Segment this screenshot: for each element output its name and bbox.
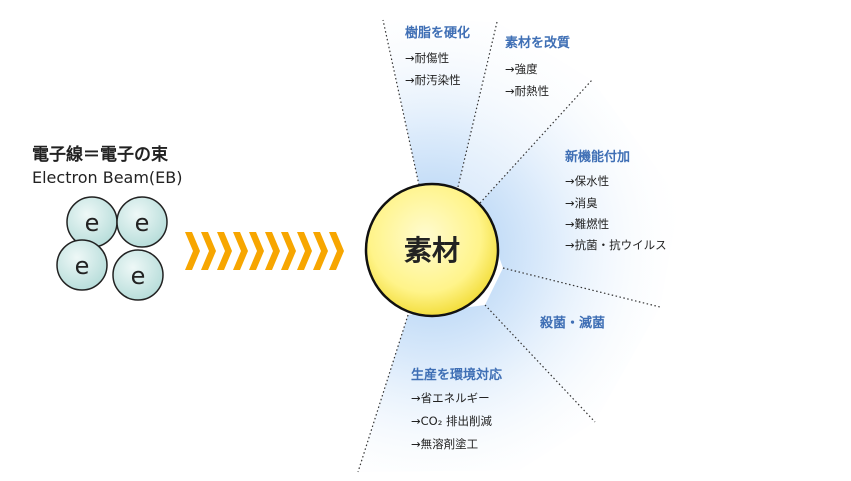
electron-label: e (131, 262, 146, 290)
divider-line (484, 304, 596, 423)
branch-item: →無溶剤塗工 (411, 437, 478, 451)
eb-title-en: Electron Beam(EB) (32, 168, 183, 187)
branch-heading: 新機能付加 (565, 149, 630, 165)
branch-item: →消臭 (565, 196, 598, 210)
branch-item: →強度 (505, 62, 538, 76)
branch-item: →保水性 (565, 174, 609, 188)
branch-sterilize: 殺菌・滅菌 (539, 315, 605, 331)
electron-label: e (75, 252, 90, 280)
branch-item: →耐汚染性 (405, 73, 461, 87)
chevron-arrow-icon (297, 232, 312, 270)
beam-arrows (185, 232, 344, 270)
chevron-arrow-icon (217, 232, 232, 270)
divider-line (357, 314, 409, 473)
branch-heading: 樹脂を硬化 (405, 25, 470, 41)
branch-resin: 樹脂を硬化 →耐傷性 →耐汚染性 (405, 25, 470, 87)
electron-cluster: e e e e (56, 196, 168, 301)
branch-new-function: 新機能付加 →保水性 →消臭 →難燃性 →抗菌・抗ウイルス (565, 149, 667, 252)
divider-line (502, 267, 661, 308)
electron-label: e (85, 209, 100, 237)
branch-item: →耐熱性 (505, 84, 549, 98)
branch-heading: 素材を改質 (505, 35, 570, 51)
divider-line (382, 19, 420, 186)
chevron-arrow-icon (249, 232, 264, 270)
chevron-arrow-icon (201, 232, 216, 270)
divider-line (457, 21, 498, 188)
branch-eco: 生産を環境対応 →省エネルギー →CO₂ 排出削減 →無溶剤塗工 (411, 367, 502, 451)
material-core (364, 182, 500, 318)
core-label: 素材 (404, 234, 460, 267)
glow-sectors (358, 20, 680, 472)
chevron-arrow-icon (313, 232, 328, 270)
branch-item: →CO₂ 排出削減 (411, 414, 492, 428)
chevron-arrow-icon (233, 232, 248, 270)
branch-item: →難燃性 (565, 217, 609, 231)
electron (116, 196, 168, 248)
electron (56, 239, 108, 291)
divider-lines (357, 19, 661, 473)
branch-item: →耐傷性 (405, 51, 449, 65)
branch-item: →省エネルギー (411, 391, 490, 405)
eb-title-jp: 電子線＝電子の束 (32, 144, 168, 165)
chevron-arrow-icon (265, 232, 280, 270)
electron-label: e (135, 209, 150, 237)
electron (112, 249, 164, 301)
chevron-arrow-icon (281, 232, 296, 270)
chevron-arrow-icon (329, 232, 344, 270)
chevron-arrow-icon (185, 232, 200, 270)
branch-heading: 生産を環境対応 (411, 367, 502, 383)
branch-item: →抗菌・抗ウイルス (565, 238, 667, 252)
branch-modify: 素材を改質 →強度 →耐熱性 (505, 35, 570, 98)
branch-heading: 殺菌・滅菌 (539, 315, 605, 331)
